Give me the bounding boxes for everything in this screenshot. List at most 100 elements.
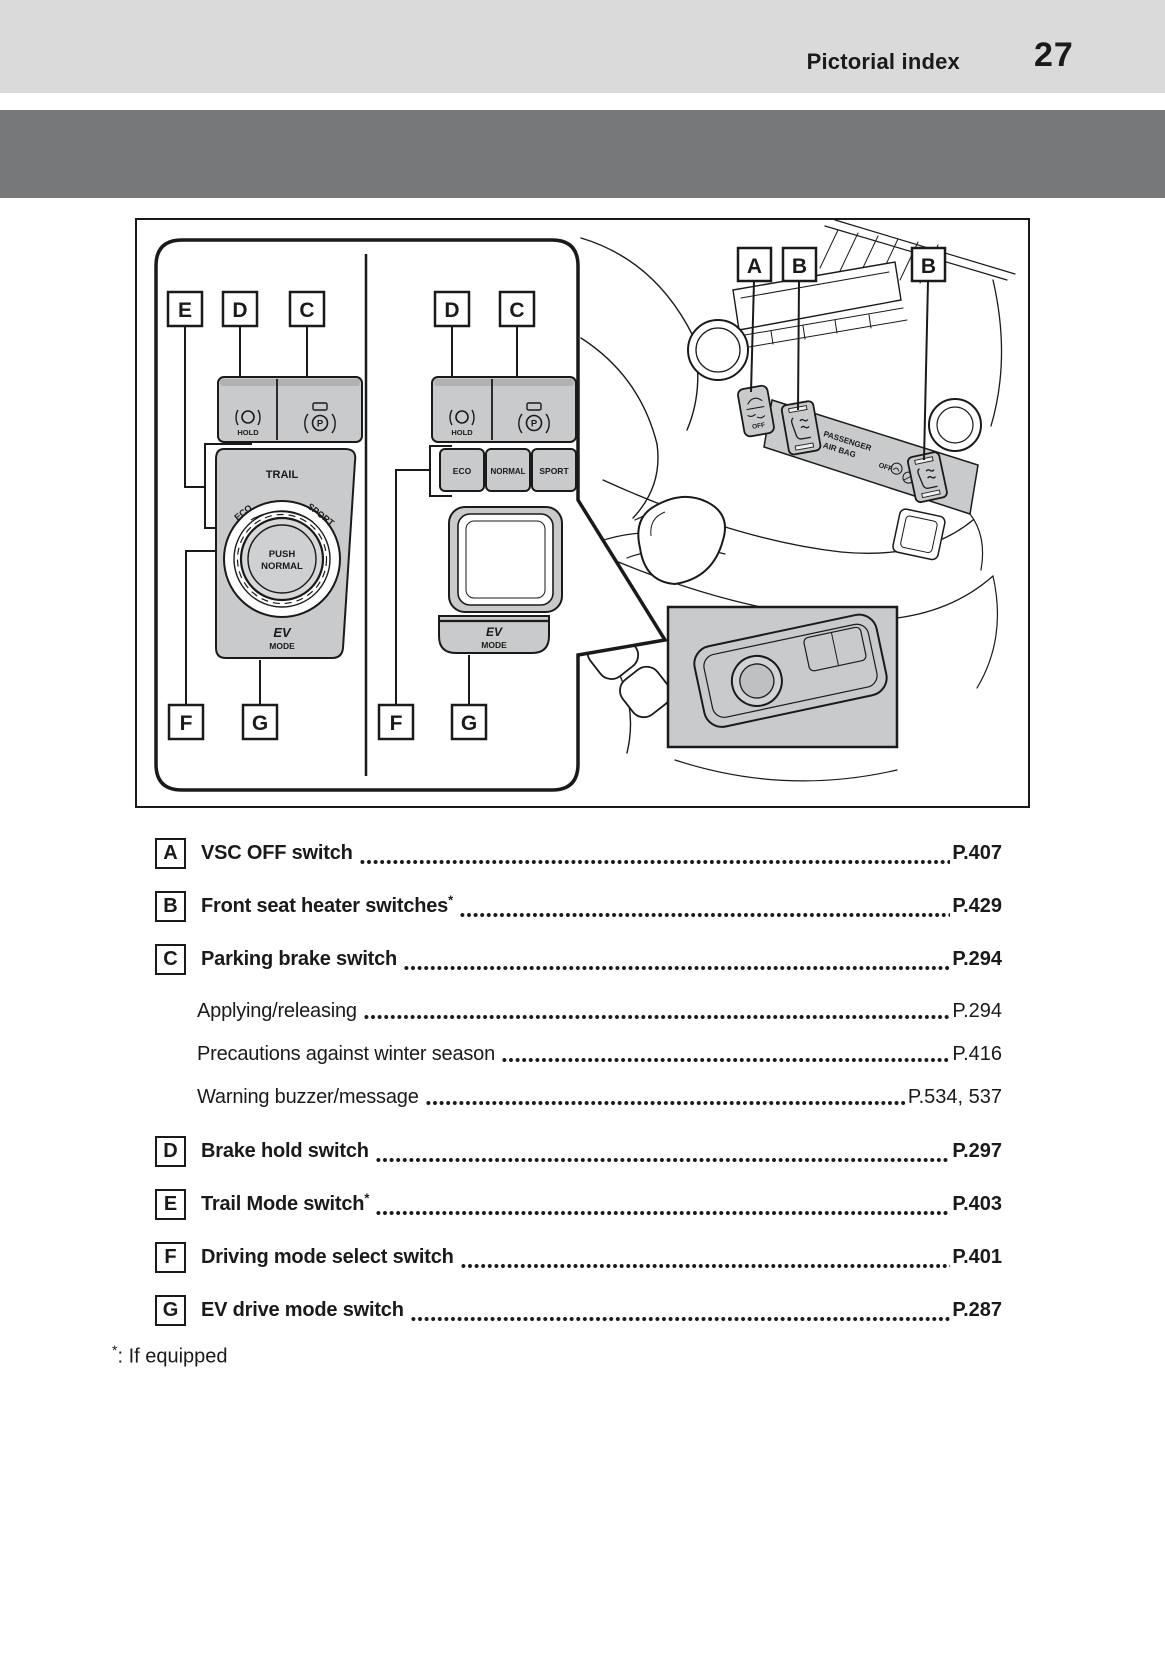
vsc-skid-icon xyxy=(746,397,766,419)
callout-F: F xyxy=(167,703,205,741)
callout-G2: G xyxy=(450,703,488,741)
dot-leader xyxy=(404,965,951,971)
svg-text:SPORT: SPORT xyxy=(539,466,569,476)
index-letter-g: G xyxy=(155,1294,186,1326)
callout-F2: F xyxy=(377,703,415,741)
index-label: Parking brake switch xyxy=(201,947,398,970)
seat-heater-switch-left xyxy=(780,400,822,456)
index-row-g: G EV drive mode switch P.287 xyxy=(155,1294,1002,1326)
page-ref: P.416 xyxy=(952,1042,1002,1065)
svg-text:D: D xyxy=(232,299,247,322)
dot-leader xyxy=(460,1263,951,1269)
console-tray xyxy=(892,508,946,561)
index-sublabel: Warning buzzer/message xyxy=(197,1085,419,1108)
svg-text:NORMAL: NORMAL xyxy=(490,467,525,476)
svg-text:HOLD: HOLD xyxy=(451,428,473,437)
callout-B: B xyxy=(781,246,818,283)
page-ref: P.403 xyxy=(952,1192,1002,1215)
callout-D2: D xyxy=(433,290,471,328)
dot-leader xyxy=(459,912,951,918)
callout-C: C xyxy=(288,290,326,328)
leader-lines-right xyxy=(395,326,518,705)
svg-text:EV: EV xyxy=(273,625,292,640)
svg-text:D: D xyxy=(444,299,459,322)
index-subrow: Precautions against winter season P.416 xyxy=(197,1041,1002,1067)
index-letter-e: E xyxy=(155,1188,186,1220)
if-equipped-footnote: *: If equipped xyxy=(112,1342,228,1369)
driving-mode-dial: ECO SPORT PUSH NORMAL xyxy=(223,500,341,618)
index-sublabel: Precautions against winter season xyxy=(197,1042,496,1065)
page-ref: P.294 xyxy=(952,999,1002,1022)
seat-heater-switch-right xyxy=(907,451,948,503)
asterisk: * xyxy=(448,891,453,907)
diagram-svg: PASSENGER AIR BAG OFF OFF xyxy=(135,218,1030,808)
leader-lines-left xyxy=(184,326,308,705)
ev-mode-bar: EV MODE xyxy=(438,615,550,654)
switch-panel-select: HOLD P ECO NORMAL SPORT xyxy=(395,326,577,705)
parking-brake-switch-icon: P xyxy=(304,402,336,434)
index-subrow: Applying/releasing P.294 xyxy=(197,998,1002,1024)
svg-text:P: P xyxy=(317,419,324,430)
console-inset xyxy=(666,605,899,749)
callout-B2: B xyxy=(910,246,947,283)
button-group-lip xyxy=(220,379,360,386)
page-number: 27 xyxy=(1034,36,1074,74)
index-letter-f: F xyxy=(155,1241,186,1273)
section-divider-band xyxy=(0,110,1165,198)
asterisk: * xyxy=(112,1342,118,1358)
asterisk: * xyxy=(364,1189,370,1205)
brake-button-group xyxy=(431,376,577,443)
svg-text:G: G xyxy=(252,712,268,735)
button-group-lip xyxy=(434,379,574,386)
index-subrow: Warning buzzer/message P.534, 537 xyxy=(197,1084,1002,1110)
index-letter-d: D xyxy=(155,1135,186,1167)
dot-leader xyxy=(363,1014,951,1020)
index-label: Trail Mode switch* xyxy=(201,1189,370,1215)
svg-text:NORMAL: NORMAL xyxy=(261,561,303,572)
svg-text:OFF: OFF xyxy=(878,462,894,473)
index-label: Driving mode select switch xyxy=(201,1245,454,1268)
callout-D: D xyxy=(221,290,259,328)
index-row-b: B Front seat heater switches* P.429 xyxy=(155,890,1002,922)
shift-knob-highlight xyxy=(650,511,666,537)
index-row-e: E Trail Mode switch* P.403 xyxy=(155,1188,1002,1220)
svg-text:C: C xyxy=(509,299,524,322)
hvac-knob-right xyxy=(928,398,982,452)
svg-text:PUSH: PUSH xyxy=(269,549,296,560)
index-label: Front seat heater switches* xyxy=(201,891,453,917)
index-letter-c: C xyxy=(155,943,186,975)
index-row-d: D Brake hold switch P.297 xyxy=(155,1135,1002,1167)
brake-hold-switch-icon: HOLD xyxy=(235,409,261,437)
svg-text:C: C xyxy=(299,299,314,322)
dashboard-leader-lines xyxy=(750,280,929,461)
page-ref: P.294 xyxy=(952,947,1002,970)
console-inset-detail xyxy=(693,613,888,728)
page-ref: P.407 xyxy=(952,841,1002,864)
page-title: Pictorial index xyxy=(806,49,960,74)
callout-A: A xyxy=(736,246,773,283)
hvac-knob-left xyxy=(687,319,749,381)
svg-text:TRAIL: TRAIL xyxy=(266,469,299,481)
header-band xyxy=(0,0,1165,93)
index-row-f: F Driving mode select switch P.401 xyxy=(155,1241,1002,1273)
page-ref: P.401 xyxy=(952,1245,1002,1268)
page-ref: P.429 xyxy=(952,894,1002,917)
drive-mode-buttons: ECO NORMAL SPORT xyxy=(439,448,577,492)
svg-text:OFF: OFF xyxy=(752,422,766,431)
svg-text:MODE: MODE xyxy=(269,641,295,651)
callout-E: E xyxy=(166,290,204,328)
svg-text:ECO: ECO xyxy=(453,466,472,476)
svg-text:A: A xyxy=(747,255,762,278)
index-row-c: C Parking brake switch P.294 xyxy=(155,943,1002,975)
svg-text:E: E xyxy=(178,299,192,322)
brake-button-group xyxy=(217,376,363,443)
ev-mode-label-left: EV MODE xyxy=(269,625,295,651)
svg-text:B: B xyxy=(792,255,807,278)
footnote-text: : If equipped xyxy=(117,1345,228,1368)
dot-leader xyxy=(410,1316,951,1322)
seat-icon xyxy=(790,417,811,440)
switch-panel-trail: HOLD P TRAIL ECO SPORT PUSH xyxy=(184,326,363,705)
touchpad xyxy=(448,506,563,613)
index-sublabel: Applying/releasing xyxy=(197,999,357,1022)
